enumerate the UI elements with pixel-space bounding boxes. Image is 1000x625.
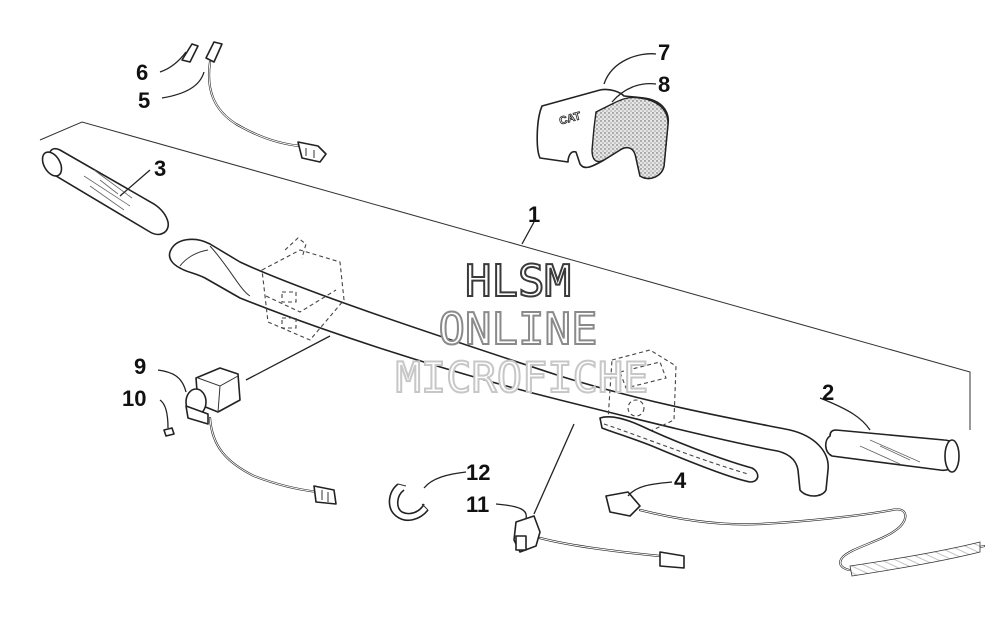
right-grip: [824, 429, 960, 473]
watermark-line-1: HLSM: [465, 256, 571, 307]
callout-5: 5: [138, 88, 150, 113]
callout-7: 7: [658, 40, 670, 65]
callout-11: 11: [466, 492, 489, 517]
left-grip: [41, 147, 170, 236]
leader-bracket-1: [39, 121, 971, 430]
callout-10: 10: [122, 386, 146, 411]
callouts: 1 2 3 4 5 6 7 8 9 10 12 11: [122, 40, 834, 517]
brake-lever-assembly: [599, 349, 759, 483]
callout-6: 6: [136, 60, 148, 85]
pad-switch-harness: [181, 41, 327, 163]
callout-11-12-label-12: 12: [466, 460, 490, 485]
callout-8: 8: [658, 72, 670, 97]
cable-clip: [388, 483, 429, 522]
handlebar: [168, 238, 829, 497]
callout-1: 1: [528, 202, 540, 227]
callout-2: 2: [822, 380, 834, 405]
left-switch: [163, 367, 337, 505]
watermark-line-2: ONLINE: [439, 304, 598, 355]
callout-9: 9: [134, 354, 146, 379]
handlebar-pad: CAT: [536, 88, 669, 180]
watermark: HLSM ONLINE MICROFICHE: [395, 255, 650, 403]
left-switch-housing: [261, 237, 345, 341]
callout-4: 4: [674, 468, 687, 493]
callout-3: 3: [154, 156, 166, 181]
heater-harness: [605, 491, 986, 577]
brake-switch-harness: [513, 515, 685, 569]
watermark-line-3: MICROFICHE: [396, 353, 649, 402]
leader-lines: [119, 51, 871, 519]
